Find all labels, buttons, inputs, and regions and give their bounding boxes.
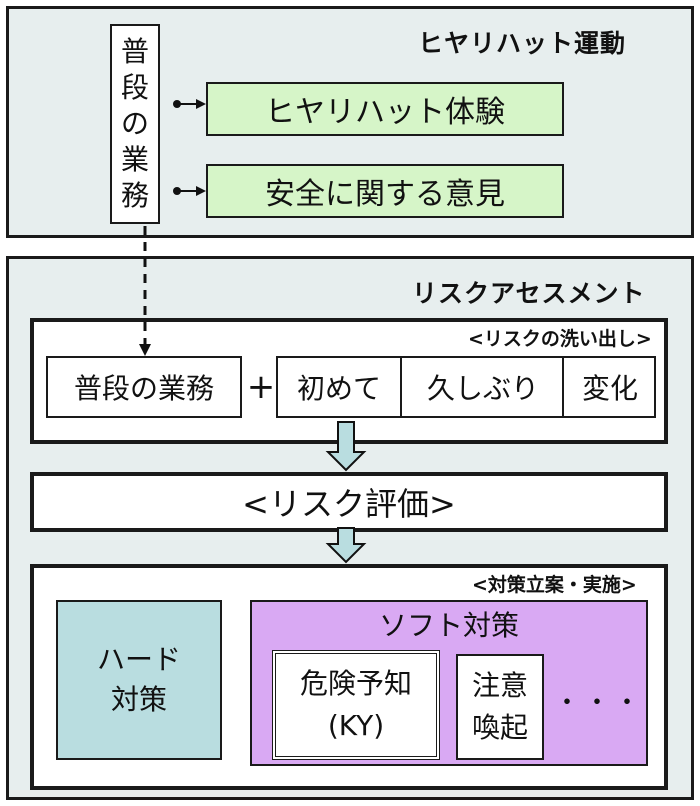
- connector-to-safety-opinion: [173, 186, 206, 196]
- daily-work-box: 普段の業務: [46, 356, 242, 418]
- down-arrow-to-evaluation: [325, 421, 367, 472]
- hard-measures-line2: 対策: [110, 683, 167, 716]
- daily-work-char: 段: [120, 71, 149, 104]
- daily-work-label: 普段の業務: [73, 372, 214, 405]
- danger-prediction-box: 危険予知 (KY): [272, 650, 440, 760]
- daily-work-char: 業: [120, 143, 149, 176]
- situation-first-time: 初めて: [278, 358, 402, 416]
- caution-box: 注意 喚起: [456, 654, 544, 760]
- hard-measures-box: ハード 対策: [56, 600, 222, 760]
- risk-assessment-title: リスクアセスメント: [412, 279, 646, 308]
- near-miss-experience-box: ヒヤリハット体験: [206, 82, 564, 136]
- situations-group: [276, 356, 656, 418]
- dashed-arrow-to-daily-work: [139, 226, 151, 356]
- situation-change-label: 変化: [581, 372, 638, 405]
- caution-line1: 注意: [471, 669, 528, 702]
- ellipsis: ・・・: [554, 687, 645, 718]
- measures-title: <対策立案・実施>: [472, 574, 637, 596]
- situation-after-long-time: 久しぶり: [404, 358, 564, 416]
- ky-label: (KY): [327, 709, 385, 742]
- caution-line2: 喚起: [471, 711, 528, 744]
- soft-measures-title: ソフト対策: [378, 609, 519, 642]
- danger-prediction-label: 危険予知: [299, 667, 412, 700]
- daily-work-vertical-box: 普 段 の 業 務: [110, 24, 160, 224]
- safety-opinion-box: 安全に関する意見: [206, 164, 564, 218]
- situation-change: 変化: [566, 358, 654, 416]
- hiyari-hatto-title: ヒヤリハット運動: [418, 29, 627, 58]
- situation-first-time-label: 初めて: [296, 372, 381, 405]
- risk-identification-title: <リスクの洗い出し>: [468, 328, 652, 350]
- daily-work-char: の: [120, 107, 149, 140]
- daily-work-char: 務: [120, 179, 149, 212]
- risk-evaluation-label: <リスク評価>: [242, 485, 456, 523]
- hard-measures-line1: ハード: [96, 643, 181, 676]
- plus-sign: +: [246, 367, 276, 407]
- daily-work-char: 普: [120, 35, 149, 68]
- safety-opinion-label: 安全に関する意見: [265, 177, 505, 212]
- down-arrow-to-measures: [325, 527, 367, 564]
- connector-to-near-miss: [173, 99, 206, 109]
- near-miss-experience-label: ヒヤリハット体験: [265, 95, 505, 130]
- situation-after-long-time-label: 久しぶり: [426, 372, 539, 405]
